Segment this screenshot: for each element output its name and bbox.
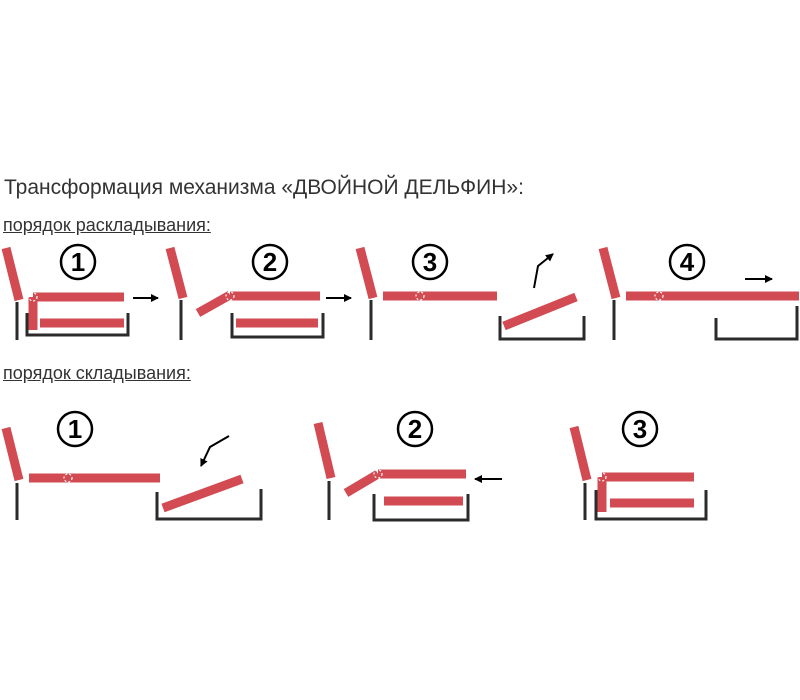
step-number-badge: 4 — [668, 243, 706, 281]
step-number: 3 — [633, 414, 647, 444]
base-box — [155, 489, 263, 521]
backrest — [355, 246, 378, 300]
base-box — [498, 316, 586, 341]
hinge-icon — [28, 292, 38, 302]
backrest — [569, 425, 592, 482]
diagram-title: Трансформация механизма «ДВОЙНОЙ ДЕЛЬФИН… — [4, 176, 524, 199]
base-box — [230, 313, 325, 339]
step-number: 2 — [408, 414, 422, 444]
fold-step-2: 2 — [313, 410, 502, 522]
hinge-icon — [597, 472, 607, 482]
step-number-badge: 1 — [56, 410, 94, 448]
backrest — [598, 246, 621, 300]
unfold-step-4: 4 — [598, 243, 799, 341]
unfold-step-2: 2 — [165, 243, 352, 340]
base-box — [594, 490, 708, 521]
step-number: 2 — [263, 247, 277, 277]
hinge-icon — [63, 473, 73, 483]
step-number-badge: 2 — [396, 410, 434, 448]
folding-section-label: порядок складывания: — [3, 363, 191, 383]
unfold-step-3: 3 — [355, 243, 586, 341]
step-number-badge: 2 — [251, 243, 289, 281]
arrow-down-icon — [200, 435, 230, 467]
base-box — [372, 494, 470, 522]
sleeping-board — [161, 474, 244, 513]
base-box — [714, 306, 799, 341]
sleeping-board — [502, 292, 578, 331]
backrest — [165, 246, 188, 300]
step-number-badge: 3 — [411, 243, 449, 281]
step-number: 3 — [423, 247, 437, 277]
fold-step-1: 1 — [1, 410, 263, 521]
unfold-step-1: 1 — [1, 243, 159, 340]
hinge-icon — [373, 469, 383, 479]
unfolding-section-label: порядок раскладывания: — [3, 215, 211, 235]
base-box — [25, 313, 130, 337]
hinge-board — [343, 470, 381, 497]
step-number-badge: 3 — [621, 410, 659, 448]
backrest — [1, 246, 24, 302]
step-number: 1 — [71, 247, 85, 277]
backrest — [1, 426, 24, 482]
hinge-icon — [415, 291, 425, 301]
hinge-icon — [225, 291, 235, 301]
step-number: 4 — [680, 247, 695, 277]
backrest — [313, 421, 336, 480]
step-number: 1 — [68, 414, 82, 444]
arrow-up-icon — [533, 253, 554, 289]
fold-step-3: 3 — [569, 410, 708, 521]
step-number-badge: 1 — [59, 243, 97, 281]
hinge-icon — [654, 291, 664, 301]
hinge-board — [195, 291, 233, 317]
